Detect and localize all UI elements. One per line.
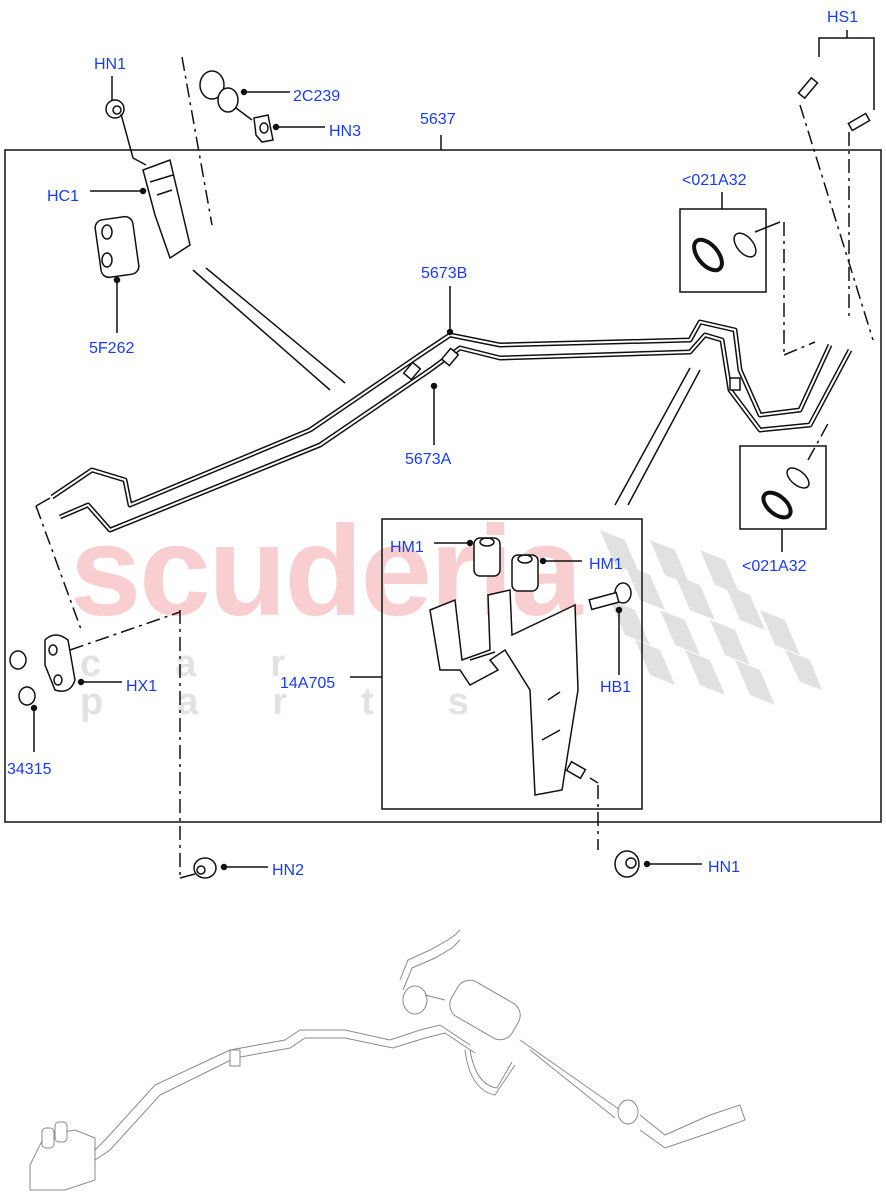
callout-hm1-left: HM1 (390, 539, 424, 556)
watermark-subtitle: car parts (80, 643, 543, 723)
checkered-flag-watermark (600, 530, 822, 705)
pipe-5673-icon (50, 319, 853, 533)
callout-34315: 34315 (7, 761, 52, 778)
bracket-14a705-icon (429, 589, 579, 796)
seal-kit-top-box (679, 208, 767, 293)
seal-kit-bottom-box (739, 445, 827, 530)
callout-hn1-bottom: HN1 (708, 859, 741, 876)
nut-hn2-icon (193, 857, 217, 879)
callout-hm1-right: HM1 (589, 556, 623, 573)
callout-hn3: HN3 (329, 123, 362, 140)
callout-hn2: HN2 (272, 862, 305, 879)
callout-hx1: HX1 (126, 678, 158, 695)
main-assembly-frame (4, 149, 882, 823)
callout-5673b: 5673B (421, 265, 468, 282)
clip-hc1-icon (142, 159, 191, 260)
callout-5637: 5637 (420, 111, 456, 128)
grommet-34315-icon (9, 650, 36, 706)
clip-nut-hn3-icon (253, 114, 274, 143)
bracket-assembly-box (381, 518, 643, 810)
nut-hn1-top-icon (105, 99, 125, 119)
bolt-2c239-icon (199, 70, 253, 121)
callout-hs1: HS1 (827, 9, 859, 26)
bolt-hb1-icon (588, 582, 632, 611)
insulator-hm1-icon (473, 537, 539, 592)
callout-2c239: 2C239 (293, 88, 341, 105)
callout-5f262: 5F262 (89, 340, 135, 357)
screw-hs1-icon (797, 76, 871, 132)
callout-hc1: HC1 (47, 188, 80, 205)
callout-021a32-bottom: <021A32 (742, 558, 807, 575)
grommet-5f262-icon (94, 215, 140, 279)
bracket-hx1-icon (44, 634, 76, 692)
callout-hn1-top: HN1 (94, 56, 127, 73)
callout-021a32-top: <021A32 (682, 172, 747, 189)
nut-hn1-bottom-icon (614, 850, 640, 878)
callout-14a705: 14A705 (280, 675, 336, 692)
overview-assembly-drawing (29, 929, 746, 1191)
callout-hb1: HB1 (600, 679, 632, 696)
callout-5673a: 5673A (405, 451, 452, 468)
